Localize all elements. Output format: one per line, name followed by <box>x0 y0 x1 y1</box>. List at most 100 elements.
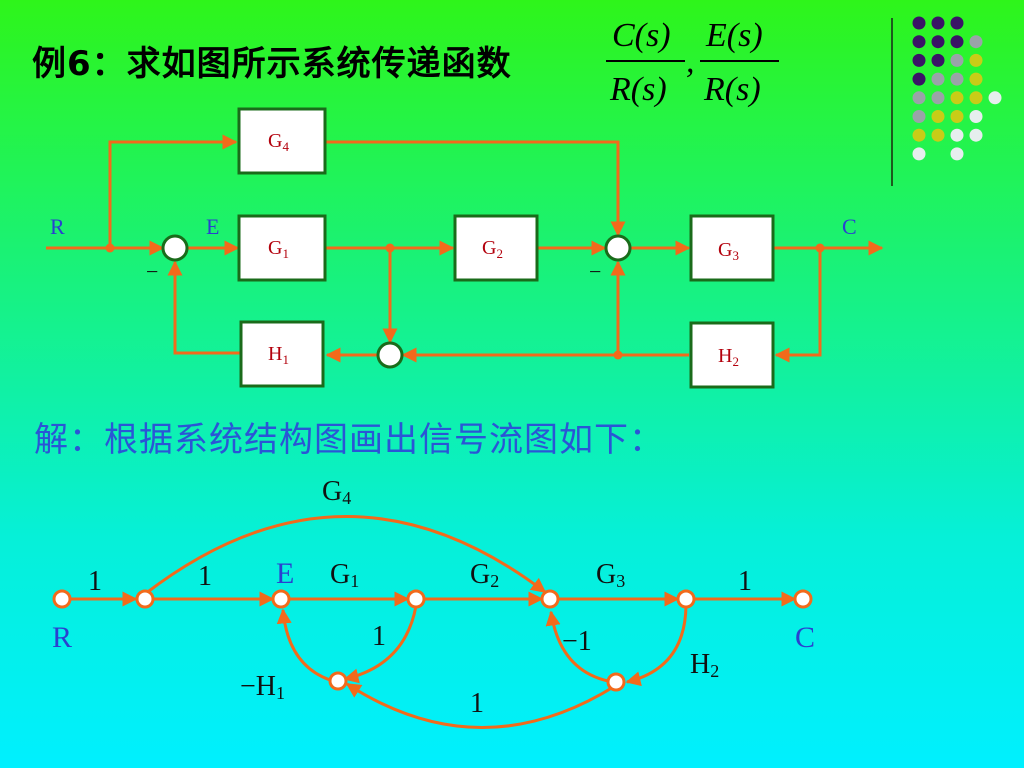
edge-x4-x6 <box>625 605 688 687</box>
decorative-dot <box>950 147 964 161</box>
junction-r <box>105 243 115 253</box>
svg-text:G1: G1 <box>268 237 289 261</box>
gain-h2: H2 <box>690 649 719 681</box>
decorative-dot <box>931 128 945 142</box>
decorative-dot <box>950 53 964 67</box>
junction-g1-out <box>385 243 395 253</box>
decorative-dot <box>912 35 926 49</box>
block-diagram: − − G4 G1 G2 G3 H1 H2 R E C <box>46 107 884 389</box>
gain-x6-x5: 1 <box>470 688 484 719</box>
block-g2: G2 <box>453 214 539 282</box>
signal-to-g4 <box>108 134 238 248</box>
sfg-label-r: R <box>52 621 72 654</box>
transfer-function-formula: C(s) R(s) , E(s) R(s) <box>606 17 779 108</box>
sfg-node-x5 <box>328 671 348 691</box>
minus-sign-1: − <box>146 259 158 284</box>
edge-x6-x5 <box>345 682 616 729</box>
junction-c <box>815 243 825 253</box>
decorative-dot <box>969 128 983 142</box>
sfg-node-c <box>793 589 813 609</box>
sfg-node-r <box>52 589 72 609</box>
gain-out: 1 <box>738 566 752 597</box>
gain-loop-neg: −1 <box>562 626 592 657</box>
svg-text:H2: H2 <box>718 345 739 369</box>
signal-g4-to-sum2 <box>325 140 626 237</box>
sfg-label-c: C <box>795 621 815 654</box>
summing-junction-2 <box>604 234 632 262</box>
decorative-dot <box>931 72 945 86</box>
decorative-dot <box>912 147 926 161</box>
svg-text:G4: G4 <box>268 130 289 154</box>
edge-x6-x3 <box>545 610 609 683</box>
solution-text: 解：根据系统结构图画出信号流图如下： <box>34 420 664 460</box>
block-g4: G4 <box>237 107 327 175</box>
decorative-dot <box>912 16 926 30</box>
sfg-node-x2 <box>406 589 426 609</box>
decorative-dot <box>912 91 926 105</box>
signal-c-to-h2 <box>774 248 822 363</box>
gain-h1: −H1 <box>240 671 285 703</box>
svg-text:H1: H1 <box>268 343 289 367</box>
gain-r-x1: 1 <box>88 566 102 597</box>
gain-x1-e: 1 <box>198 561 212 592</box>
svg-text:G2: G2 <box>482 237 503 261</box>
edge-g4-arc <box>144 515 547 596</box>
decorative-dot <box>950 128 964 142</box>
formula-comma: , <box>686 43 695 80</box>
label-e: E <box>206 214 219 239</box>
decorative-dot <box>931 91 945 105</box>
signal-flow-graph: R E C 1 1 G1 G2 G3 1 G4 1 −H1 1 −1 H2 <box>52 476 815 729</box>
signal-h1-to-sum1 <box>167 260 240 355</box>
decorative-dot <box>912 128 926 142</box>
sfg-node-x4 <box>676 589 696 609</box>
decorative-dot <box>988 91 1002 105</box>
minus-sign-2: − <box>589 259 601 284</box>
block-h2: H2 <box>689 321 775 389</box>
decorative-dot <box>950 91 964 105</box>
summing-junction-3 <box>376 341 404 369</box>
decorative-dot <box>931 110 945 123</box>
page-title: 例6：求如图所示系统传递函数 <box>32 44 512 84</box>
sfg-node-x3 <box>540 589 560 609</box>
svg-text:G3: G3 <box>718 239 739 263</box>
gain-x2-x5: 1 <box>372 621 386 652</box>
formula-r-den-1: R(s) <box>609 71 667 108</box>
edge-x2-x5 <box>343 605 418 684</box>
label-r: R <box>50 214 65 239</box>
decorative-dot <box>950 35 964 49</box>
decorative-dot <box>931 35 945 49</box>
label-c: C <box>842 214 857 239</box>
sfg-label-e: E <box>276 557 294 590</box>
formula-r-den-2: R(s) <box>703 71 761 108</box>
decorative-dot <box>950 110 964 123</box>
decorative-dot <box>950 72 964 86</box>
sfg-node-x1 <box>135 589 155 609</box>
gain-g4: G4 <box>322 476 351 508</box>
decorative-dot <box>931 16 945 30</box>
block-g3: G3 <box>689 214 775 282</box>
decorative-dot <box>969 53 983 67</box>
block-h1: H1 <box>239 320 325 388</box>
decorative-dot <box>950 16 964 30</box>
gain-g3: G3 <box>596 559 625 591</box>
decorative-dot <box>969 72 983 86</box>
formula-c-num: C(s) <box>612 17 671 54</box>
gain-g2: G2 <box>470 559 499 591</box>
sfg-node-x6 <box>606 672 626 692</box>
block-g1: G1 <box>237 214 327 282</box>
summing-junction-1 <box>161 234 189 262</box>
decorative-dot <box>969 91 983 105</box>
decorative-dot <box>912 110 926 123</box>
junction-h2-out <box>613 350 623 360</box>
decorative-dot <box>912 53 926 67</box>
sfg-node-e <box>271 589 291 609</box>
decorative-dot <box>969 35 983 49</box>
decorative-dot <box>931 53 945 67</box>
formula-e-num: E(s) <box>705 17 763 54</box>
decorative-dot <box>912 72 926 86</box>
edge-x5-e <box>276 608 331 682</box>
decorative-dot <box>969 110 983 123</box>
decorative-dot-grid <box>912 16 1002 161</box>
gain-g1: G1 <box>330 559 359 591</box>
